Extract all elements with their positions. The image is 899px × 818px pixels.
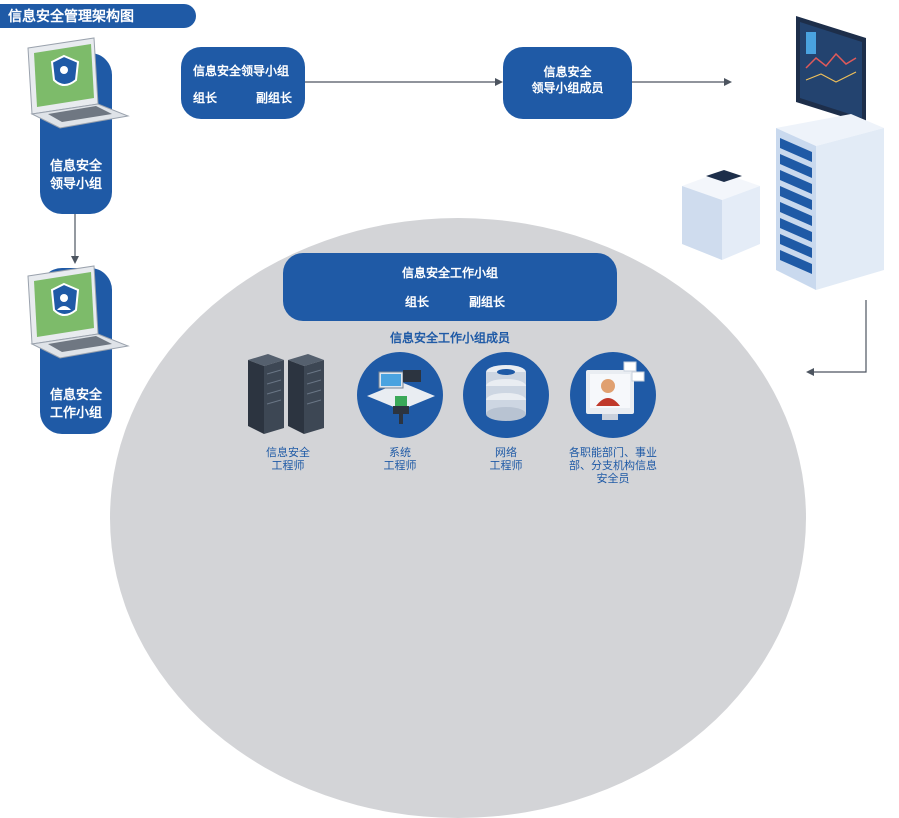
- leadership-card-line1: 信息安全: [49, 158, 102, 173]
- working-box-leader: 组长: [405, 295, 430, 309]
- working-box-title: 信息安全工作小组: [401, 266, 498, 280]
- department-officer-badge: [570, 352, 656, 438]
- connector-lines: [71, 78, 867, 376]
- server-racks-icon: [248, 354, 324, 434]
- working-box-deputy: 副组长: [469, 295, 506, 309]
- leadership-box-title: 信息安全领导小组: [193, 64, 290, 78]
- working-group-box: 信息安全工作小组 组长 副组长: [283, 253, 617, 321]
- leadership-members-box: 信息安全 领导小组成员: [503, 47, 632, 119]
- arrow-head-3: [71, 256, 79, 264]
- arrow-head-4: [806, 368, 814, 376]
- role-label-department-officer: 各职能部门、事业 部、分支机构信息 安全员: [569, 447, 657, 485]
- line-server-to-dome: [812, 300, 867, 373]
- arrow-head-1: [495, 78, 503, 86]
- working-members-title: 信息安全工作小组成员: [389, 331, 510, 345]
- server-rack-icon: [682, 16, 884, 290]
- laptop-shield-icon: [27, 37, 130, 129]
- leadership-group-box: 信息安全领导小组 组长 副组长: [181, 47, 305, 119]
- database-stack-icon: [486, 365, 526, 421]
- arrow-head-2: [724, 78, 732, 86]
- leadership-members-line2: 领导小组成员: [531, 81, 604, 95]
- system-engineer-badge: [357, 352, 443, 438]
- network-engineer-badge: [463, 352, 549, 438]
- diagram-title: 信息安全管理架构图: [0, 4, 196, 28]
- leadership-members-line1: 信息安全: [543, 65, 592, 79]
- laptop-user-shield-icon: [27, 265, 130, 359]
- working-card-line1: 信息安全: [49, 387, 102, 402]
- video-call-icon: [586, 361, 645, 420]
- leadership-box-deputy: 副组长: [256, 91, 293, 105]
- role-label-security-engineer: 信息安全 工程师: [266, 447, 310, 472]
- workstation-icon: [367, 370, 435, 424]
- role-label-system-engineer: 系统 工程师: [383, 447, 417, 472]
- working-card-line2: 工作小组: [49, 405, 102, 420]
- role-label-network-engineer: 网络 工程师: [489, 447, 523, 472]
- leadership-card-line2: 领导小组: [49, 176, 102, 191]
- leadership-box-leader: 组长: [193, 91, 218, 105]
